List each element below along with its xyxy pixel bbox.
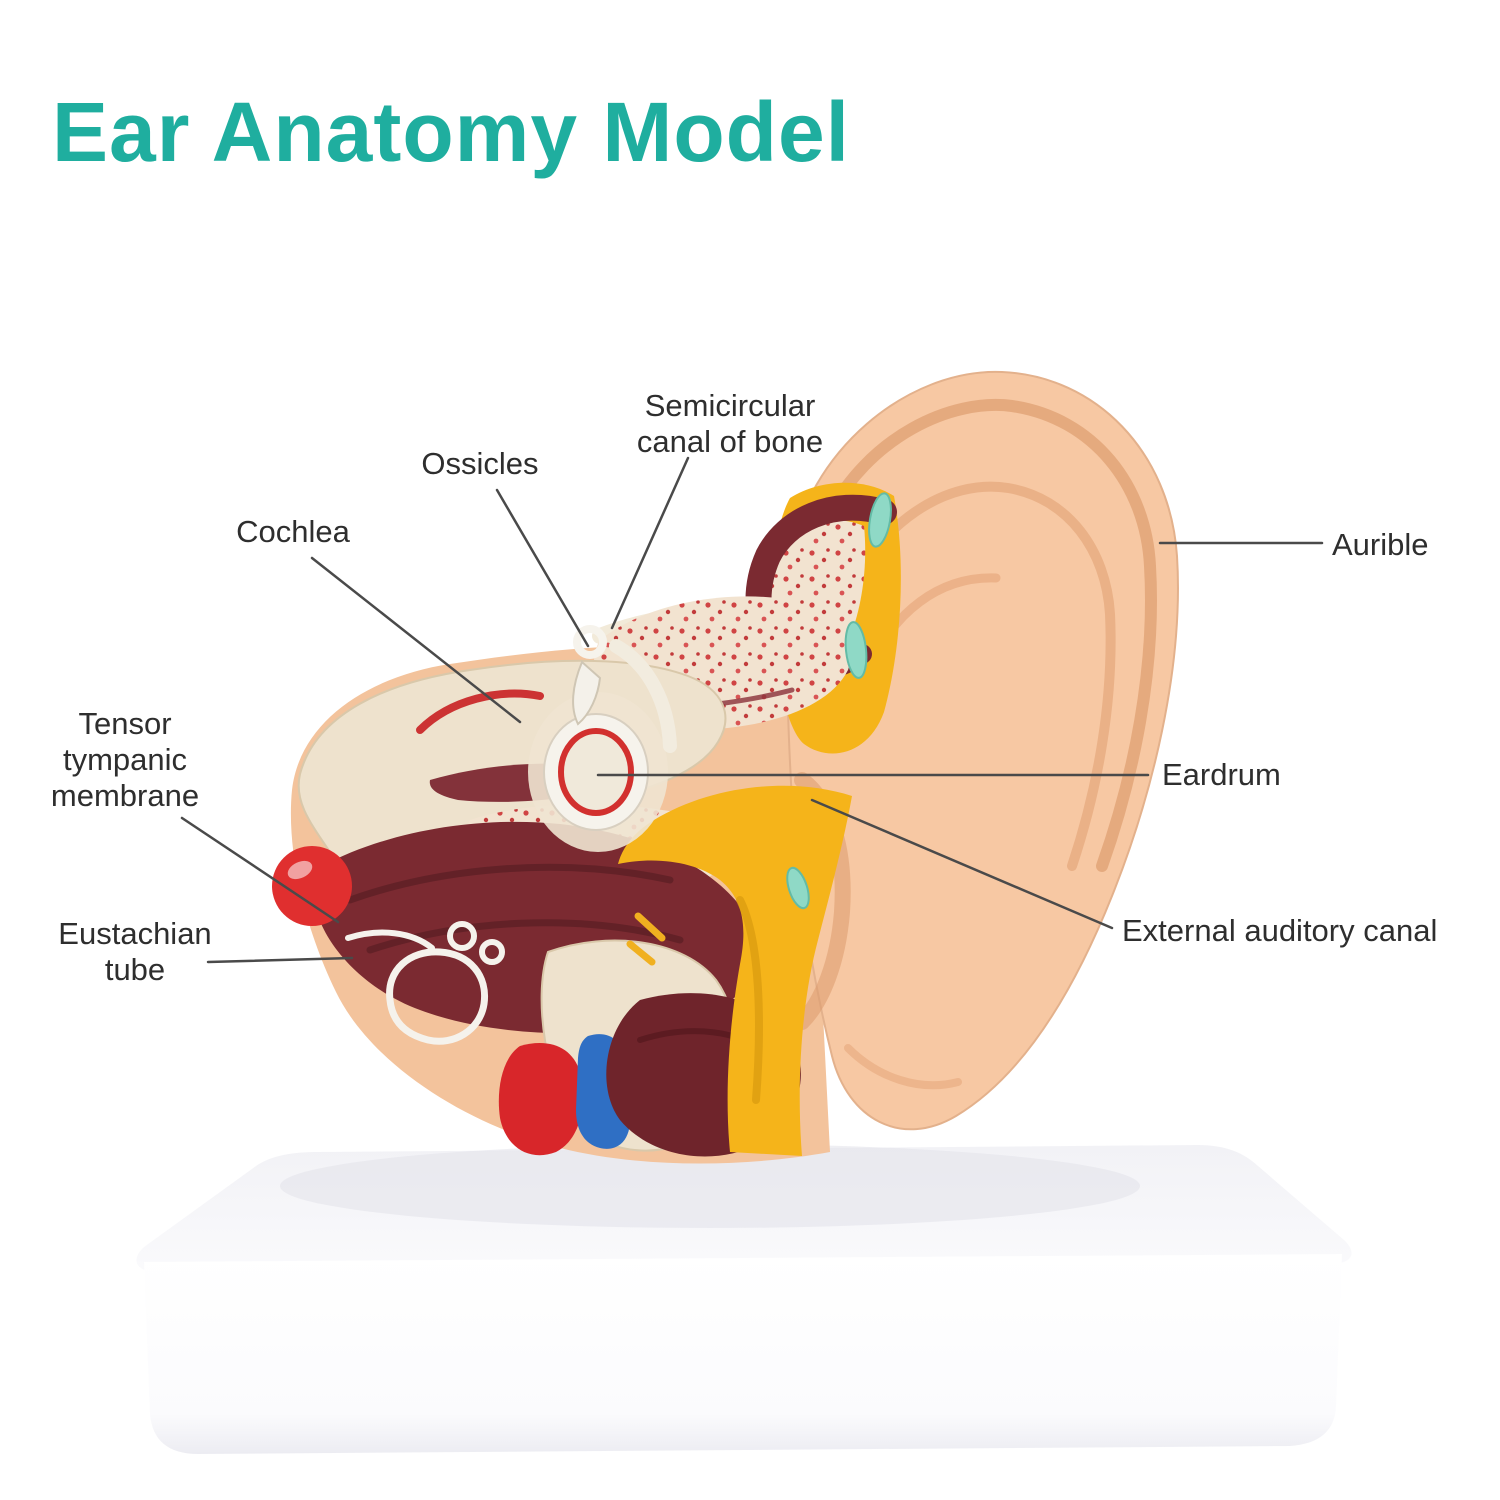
label-cochlea: Cochlea	[236, 514, 350, 549]
label-eardrum: Eardrum	[1162, 757, 1281, 792]
eardrum-red-ring	[558, 728, 634, 816]
label-aurible: Aurible	[1332, 527, 1429, 562]
red-lower-vessel	[498, 1043, 583, 1156]
helix-ridge	[820, 399, 1157, 872]
muscle-striation-1	[346, 863, 674, 904]
ossicle-ring	[573, 625, 607, 659]
base-front-face	[144, 1254, 1342, 1454]
model-shadow	[280, 1144, 1140, 1228]
vestibule-circle-1	[447, 921, 477, 951]
leader-line-eustachian-tube	[206, 956, 354, 964]
teal-spot-lower	[786, 866, 810, 910]
leader-line-semicircular-canal	[610, 456, 690, 630]
teal-spot-middle	[844, 621, 868, 679]
label-tensor-tympanic-membrane: Tensor tympanic membrane	[50, 706, 200, 813]
leader-lines	[180, 456, 1324, 964]
white-wavy-line	[345, 929, 435, 951]
yellow-dash-2	[626, 940, 656, 966]
antihelix-ridge	[841, 481, 1116, 871]
yellow-dash-1	[634, 912, 666, 942]
label-semicircular-canal-of-bone: Semicircular canal of bone	[636, 388, 824, 459]
leader-line-external-auditory-canal	[810, 798, 1114, 930]
leader-line-cochlea	[310, 556, 522, 724]
bone-red-arc	[416, 689, 544, 734]
leader-line-tensor-tympanic-membrane	[180, 816, 340, 924]
ossicle-malleus	[572, 660, 602, 726]
leader-line-ossicles	[495, 488, 590, 648]
ear-model	[272, 370, 1179, 1164]
muscle-striation-2	[366, 919, 684, 954]
vestibule-circle-2	[479, 939, 505, 965]
label-ossicles: Ossicles	[421, 446, 539, 481]
label-eustachian-tube: Eustachian tube	[58, 916, 212, 987]
base-pedestal	[136, 1144, 1352, 1454]
red-knob-highlight	[287, 860, 313, 880]
teal-spot-upper	[868, 492, 892, 548]
yellow-wedge-shading	[736, 896, 763, 1104]
lobe-crease	[844, 1044, 962, 1090]
label-external-auditory-canal: External auditory canal	[1122, 913, 1438, 948]
ossicle-strut	[609, 639, 677, 753]
page-title: Ear Anatomy Model	[52, 85, 851, 179]
vestibule-outline	[386, 948, 489, 1045]
